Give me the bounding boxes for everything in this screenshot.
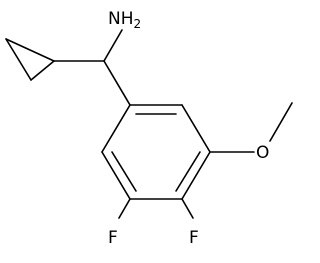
ring-bond-2	[181, 104, 211, 153]
ring-fluorine-right-bond	[181, 198, 194, 219]
oxygen-label: O	[256, 143, 269, 163]
ring-bond-6	[101, 104, 131, 153]
ring-inner-bond-3	[111, 151, 137, 192]
cyclopropyl-bond-2	[5, 38, 55, 62]
fluorine-left-label: F	[108, 228, 118, 248]
cyclopropyl-bond-3	[30, 60, 55, 81]
ring-bond-3	[181, 151, 211, 200]
ring-inner-bond-2	[175, 151, 201, 192]
cyclopropyl-bond-1	[5, 38, 32, 81]
fluorine-right-label: F	[189, 228, 199, 248]
nh2-label: NH2	[108, 9, 141, 31]
ring-bond-5	[101, 151, 131, 200]
oxygen-methyl-bond	[269, 102, 293, 142]
chemical-structure-diagram: NH2 O F F	[5, 9, 293, 248]
ch-nh2-bond	[103, 29, 123, 62]
ch-ring-bond	[103, 60, 131, 106]
ring-fluorine-left-bond	[118, 198, 131, 219]
